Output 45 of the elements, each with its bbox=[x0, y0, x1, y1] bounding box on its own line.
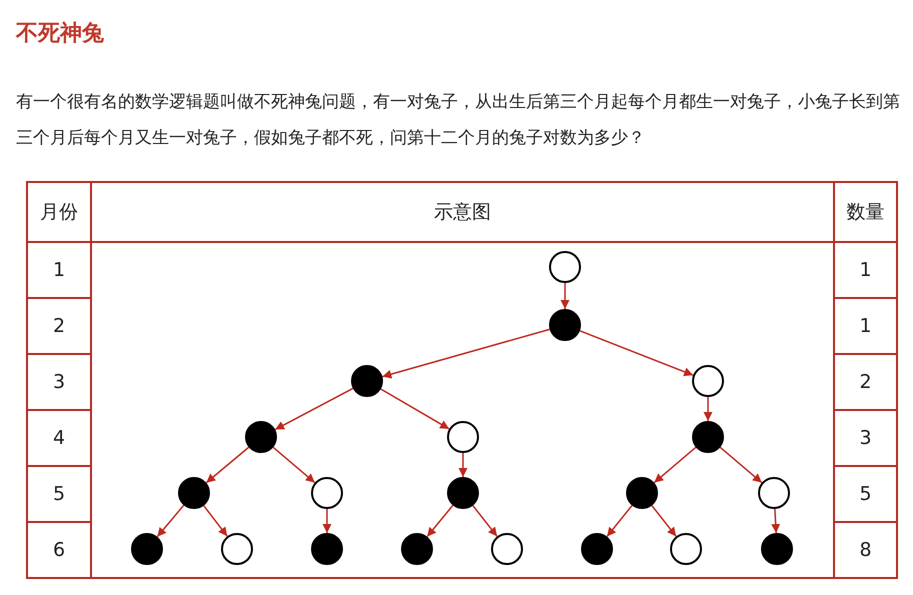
arrow bbox=[458, 453, 468, 477]
open-circle bbox=[758, 477, 790, 509]
arrow bbox=[720, 446, 762, 484]
open-circle bbox=[692, 365, 724, 397]
filled-circle bbox=[245, 421, 277, 453]
page-title: 不死神兔 bbox=[16, 20, 104, 48]
arrow bbox=[472, 505, 498, 537]
arrow bbox=[382, 328, 550, 379]
count-cell: 8 bbox=[833, 521, 898, 579]
arrow bbox=[704, 397, 712, 421]
filled-circle bbox=[401, 533, 433, 565]
arrow bbox=[203, 505, 228, 537]
filled-circle bbox=[581, 533, 613, 565]
arrow bbox=[560, 283, 570, 309]
arrow bbox=[426, 504, 454, 538]
arrow bbox=[580, 330, 694, 376]
filled-circle bbox=[351, 365, 383, 397]
filled-circle bbox=[761, 533, 793, 565]
filled-circle bbox=[178, 477, 210, 509]
open-circle bbox=[549, 251, 581, 283]
filled-circle bbox=[692, 421, 724, 453]
month-header: 月份 bbox=[26, 181, 92, 243]
open-circle bbox=[670, 533, 702, 565]
filled-circle bbox=[549, 309, 581, 341]
open-circle bbox=[311, 477, 343, 509]
count-header: 数量 bbox=[833, 181, 898, 243]
open-circle bbox=[447, 421, 479, 453]
arrow bbox=[606, 505, 633, 537]
arrow bbox=[156, 504, 184, 538]
filled-circle bbox=[447, 477, 479, 509]
arrow bbox=[274, 388, 354, 430]
arrow bbox=[771, 508, 780, 534]
arrow bbox=[651, 505, 677, 537]
arrow bbox=[322, 509, 332, 533]
filled-circle bbox=[131, 533, 163, 565]
arrow bbox=[206, 446, 250, 484]
problem-text: 有一个很有名的数学逻辑题叫做不死神兔问题，有一对兔子，从出生后第三个月起每个月都生一对兔子，小兔子长到第三个月后每个月又生一对兔子，假如兔子都不死，问第十二个月的兔子对数为多少？ bbox=[16, 91, 901, 150]
arrow bbox=[654, 446, 696, 484]
arrow bbox=[380, 388, 450, 430]
open-circle bbox=[221, 533, 253, 565]
filled-circle bbox=[311, 533, 343, 565]
arrow bbox=[272, 446, 316, 484]
filled-circle bbox=[626, 477, 658, 509]
open-circle bbox=[491, 533, 523, 565]
month-cell: 6 bbox=[26, 521, 92, 579]
